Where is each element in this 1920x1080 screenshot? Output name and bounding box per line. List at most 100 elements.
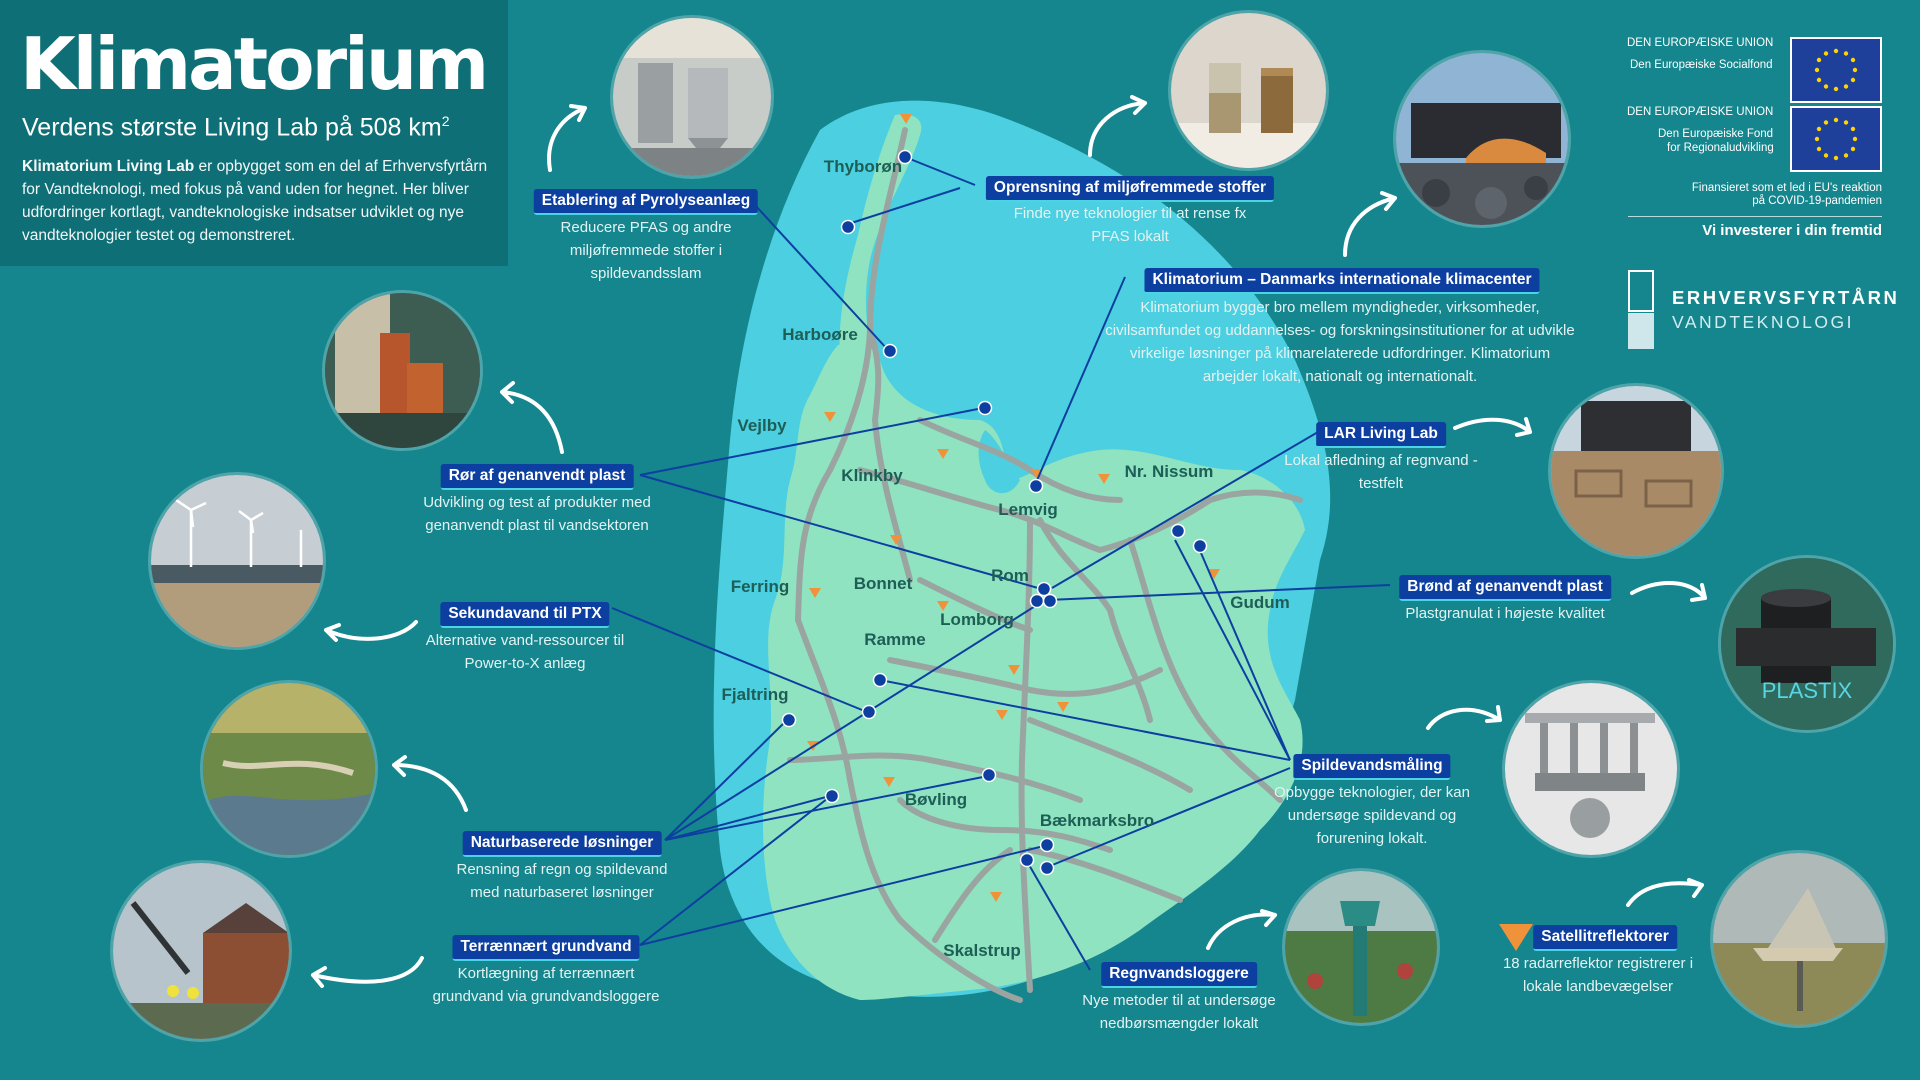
site-marker xyxy=(1039,860,1055,876)
site-marker xyxy=(1042,593,1058,609)
arrow-icon xyxy=(392,755,468,812)
arrow-icon xyxy=(1206,909,1277,950)
brand-logo: Klimatorium xyxy=(20,28,489,100)
reflector-marker xyxy=(996,710,1008,720)
arrow-icon xyxy=(547,104,587,172)
reflector-marker xyxy=(809,588,821,598)
eu-title: DEN EUROPÆISKE UNION xyxy=(1627,106,1774,118)
reflector-marker xyxy=(883,777,895,787)
label-wastewater-measurement: Spildevandsmåling xyxy=(1293,754,1451,780)
desc-lar-living-lab: Lokal afledning af regnvand - testfelt xyxy=(1284,452,1478,492)
reflector-marker xyxy=(1208,569,1220,579)
site-marker xyxy=(977,400,993,416)
arrow-icon xyxy=(1426,705,1502,730)
town-label: Lemvig xyxy=(998,500,1058,519)
photo-recycled-pipes xyxy=(322,290,483,451)
arrow-icon xyxy=(324,620,418,642)
label-pyrolysis-plant: Etablering af Pyrolyseanlæg xyxy=(533,189,759,215)
town-label: Thyborøn xyxy=(823,157,903,176)
photo-lar-testfield xyxy=(1548,383,1724,559)
reflector-marker xyxy=(1008,665,1020,675)
town-label: Nr. Nissum xyxy=(1124,462,1214,481)
town-label: Vejlby xyxy=(737,416,787,435)
desc-secondary-water-ptx: Alternative vand-ressourcer til Power-to… xyxy=(425,632,625,672)
town-label: Harboøre xyxy=(782,325,858,344)
eu-flag-icon xyxy=(1790,37,1882,103)
arrow-icon xyxy=(1088,95,1147,157)
arrow-icon xyxy=(500,381,564,454)
town-label: Bøvling xyxy=(904,790,968,809)
reflector-marker xyxy=(1057,702,1069,712)
label-recycled-well: Brønd af genanvendt plast xyxy=(1399,575,1611,601)
eu-fund-name: Den Europæiske Fond xyxy=(1658,128,1774,140)
title-panel: Klimatorium Verdens største Living Lab p… xyxy=(0,0,508,266)
land-mass xyxy=(763,343,1305,1001)
site-marker xyxy=(1029,593,1045,609)
town-label: Gudum xyxy=(1230,593,1290,612)
photo-pyrolysis-plant xyxy=(610,15,774,179)
pointer-arrows xyxy=(311,95,1707,988)
lighthouse-logo-icon xyxy=(1628,270,1654,349)
site-marker xyxy=(1039,837,1055,853)
photo-satellite-reflector xyxy=(1710,850,1888,1028)
land-tongue xyxy=(839,114,922,355)
desc-wastewater-measurement: Opbygge teknologier, der kan undersøge s… xyxy=(1274,784,1470,847)
desc-contaminant-cleanup: Finde nye teknologier til at rense fx PF… xyxy=(1013,205,1247,245)
desc-klimatorium-center: Klimatorium bygger bro mellem myndighede… xyxy=(1105,299,1575,385)
town-label: Fjaltring xyxy=(721,685,789,704)
site-marker xyxy=(824,788,840,804)
label-shallow-groundwater: Terrænnært grundvand xyxy=(452,935,640,961)
arrow-icon xyxy=(1626,878,1704,907)
eu-fund-name: Den Europæiske Socialfond xyxy=(1630,59,1773,71)
town-label: Bonnet xyxy=(853,574,913,593)
arrow-icon xyxy=(311,956,424,988)
site-marker xyxy=(872,672,888,688)
town-label: Bækmarksbro xyxy=(1039,811,1155,830)
arrow-icon xyxy=(1630,581,1707,602)
plastix-text: PLASTIX xyxy=(1762,678,1853,703)
desc-recycled-well: Plastgranulat i højeste kvalitet xyxy=(1405,605,1605,622)
desc-satellite-reflectors: 18 radarreflektor registrerer i lokale l… xyxy=(1502,955,1694,995)
reflector-marker xyxy=(900,114,912,124)
reflector-marker xyxy=(990,892,1002,902)
label-rain-loggers: Regnvandsloggere xyxy=(1101,962,1257,988)
reflector-marker xyxy=(890,535,902,545)
eu-flag-icon xyxy=(1790,106,1882,172)
divider xyxy=(1628,216,1882,217)
efv-logo-line1: ERHVERVSFYRTÅRN xyxy=(1672,287,1900,308)
label-klimatorium-center: Klimatorium – Danmarks internationale kl… xyxy=(1144,268,1540,294)
desc-nature-based-solutions: Rensning af regn og spildevand med natur… xyxy=(456,861,668,901)
desc-rain-loggers: Nye metoder til at undersøge nedbørsmæng… xyxy=(1082,992,1276,1032)
label-nature-based-solutions: Naturbaserede løsninger xyxy=(462,831,662,857)
town-label: Skalstrup xyxy=(943,941,1021,960)
town-label: Ferring xyxy=(730,577,790,596)
fjord-inlet xyxy=(978,430,1020,494)
reflector-marker xyxy=(1098,474,1110,484)
site-marker xyxy=(981,767,997,783)
eu-fund-name: for Regionaludvikling xyxy=(1667,142,1774,154)
reflector-marker xyxy=(937,449,949,459)
site-marker xyxy=(1192,538,1208,554)
photo-nature-solutions xyxy=(200,680,378,858)
site-marker xyxy=(1019,852,1035,868)
town-label: Rom xyxy=(991,566,1029,585)
photo-klimatorium-building xyxy=(1393,50,1571,228)
site-marker xyxy=(1028,478,1044,494)
photo-groundwater-drilling xyxy=(110,860,292,1042)
label-satellite-reflectors: Satellitreflektorer xyxy=(1533,925,1677,951)
reflector-marker xyxy=(937,601,949,611)
intro-text: Klimatorium Living Lab er opbygget som e… xyxy=(22,158,488,244)
label-recycled-pipes: Rør af genanvendt plast xyxy=(440,464,634,490)
site-marker xyxy=(1036,581,1052,597)
site-marker xyxy=(840,219,856,235)
town-label: Ramme xyxy=(864,630,926,649)
label-contaminant-cleanup: Oprensning af miljøfremmede stoffer xyxy=(985,176,1275,202)
site-marker xyxy=(1170,523,1186,539)
reflector-legend-icon xyxy=(1499,924,1533,951)
eu-slogan: Vi investerer i din fremtid xyxy=(1702,222,1882,239)
page-subtitle: Verdens største Living Lab på 508 km2 xyxy=(22,113,450,142)
efv-logo-line2: VANDTEKNOLOGI xyxy=(1672,312,1854,332)
arrow-icon xyxy=(1343,191,1397,257)
desc-pyrolysis-plant: Reducere PFAS og andre miljøfremmede sto… xyxy=(560,219,732,282)
